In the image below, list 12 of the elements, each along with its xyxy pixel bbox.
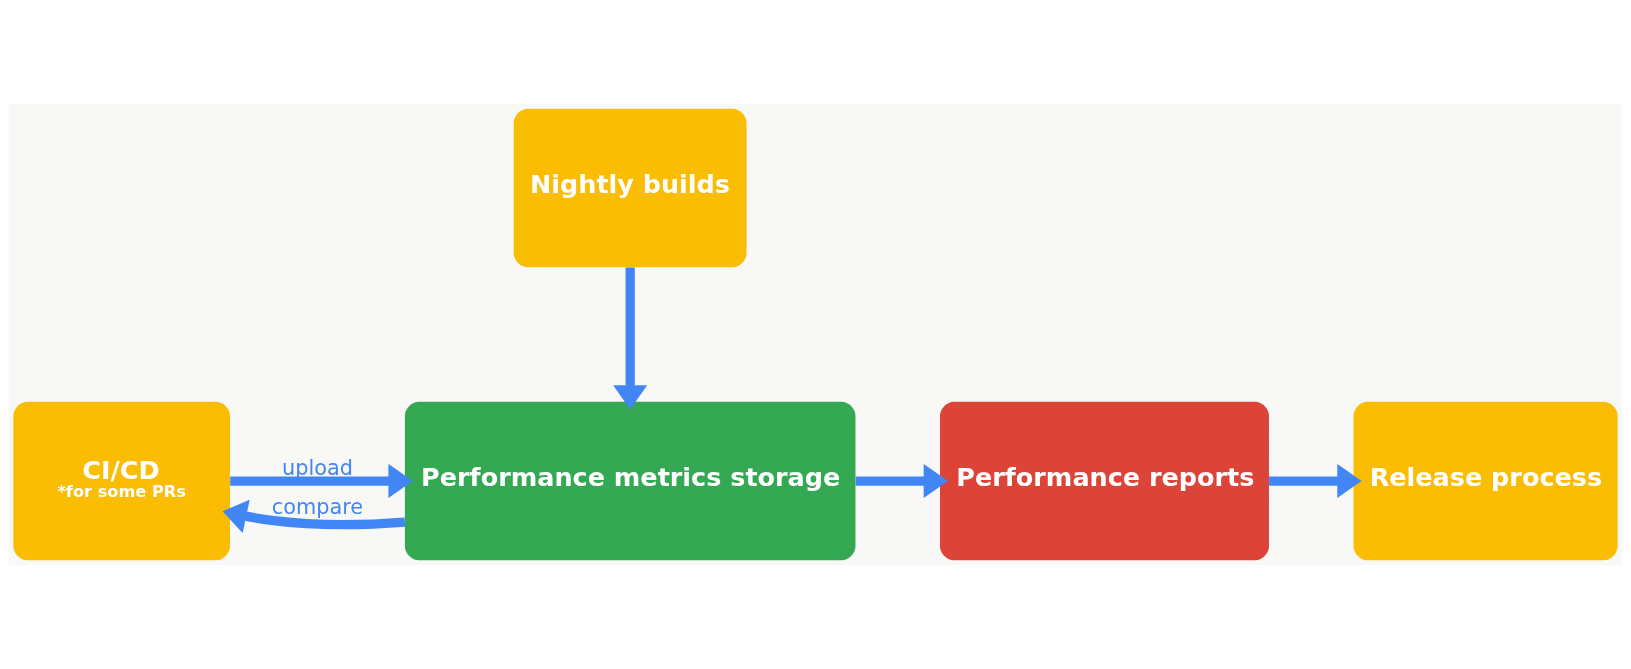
node-box: CI/CD *for some PRs xyxy=(13,401,230,561)
arrow xyxy=(1269,464,1362,499)
arrow xyxy=(230,464,413,499)
node-box: Performance metrics storage xyxy=(404,401,856,561)
arrow xyxy=(613,267,648,410)
arrow xyxy=(222,499,406,533)
arrow xyxy=(855,464,948,499)
node-box: Nightly builds xyxy=(513,108,747,268)
node-box: Release process xyxy=(1353,401,1618,561)
edge-label: compare xyxy=(271,494,364,519)
edge-label: upload xyxy=(281,455,353,480)
node-box: Performance reports xyxy=(940,401,1269,561)
